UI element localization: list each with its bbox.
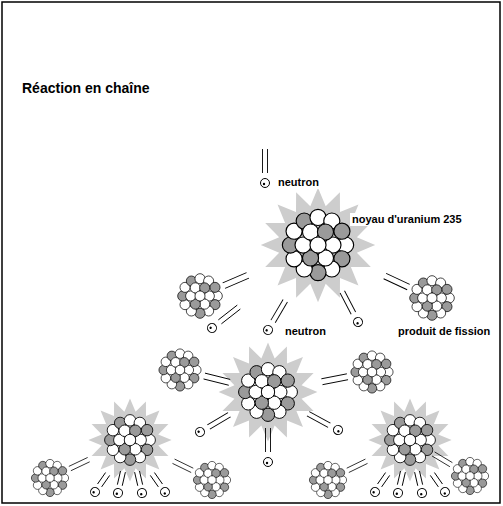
part-label: neutron bbox=[276, 176, 321, 189]
motion-lines bbox=[223, 273, 249, 289]
fission-burst bbox=[261, 188, 375, 302]
neutron-symbol bbox=[264, 428, 273, 467]
neutron-symbol bbox=[369, 471, 392, 498]
neutron-symbol bbox=[429, 471, 452, 498]
uranium-nucleus bbox=[239, 363, 298, 422]
motion-lines bbox=[172, 459, 193, 472]
motion-lines bbox=[432, 452, 452, 467]
fission-burst bbox=[368, 398, 451, 481]
fission-burst bbox=[88, 398, 171, 481]
fission-product bbox=[351, 351, 393, 393]
uranium-nucleus bbox=[105, 415, 156, 466]
neutron-symbol bbox=[133, 471, 148, 499]
fission-product bbox=[159, 349, 201, 391]
neutron-symbol bbox=[393, 471, 408, 499]
uranium-nucleus bbox=[385, 415, 436, 466]
motion-lines bbox=[347, 459, 368, 472]
part-label: produit de fission bbox=[396, 325, 492, 338]
fission-product bbox=[178, 274, 223, 319]
fission-product bbox=[31, 459, 68, 496]
motion-lines bbox=[321, 374, 348, 385]
uranium-nucleus bbox=[282, 209, 353, 280]
part-label: noyau d'uranium 235 bbox=[350, 213, 464, 226]
neutron-symbol bbox=[261, 149, 270, 188]
fission-product bbox=[451, 457, 488, 494]
motion-lines bbox=[204, 373, 231, 385]
neutron-symbol bbox=[89, 471, 112, 498]
neutron-symbol bbox=[194, 411, 232, 438]
neutron-symbol bbox=[206, 304, 242, 335]
neutron-symbol bbox=[413, 471, 428, 499]
fission-burst bbox=[219, 343, 318, 442]
motion-lines bbox=[384, 273, 410, 289]
neutron-symbol bbox=[113, 471, 128, 499]
neutron-symbol bbox=[306, 410, 344, 436]
fission-product bbox=[193, 461, 230, 498]
fission-product bbox=[309, 461, 346, 498]
fission-product bbox=[410, 276, 455, 321]
neutron-symbol bbox=[338, 290, 364, 328]
diagram-title: Réaction en chaîne bbox=[22, 80, 150, 97]
neutron-symbol bbox=[149, 471, 172, 498]
motion-lines bbox=[69, 457, 90, 470]
part-label: neutron bbox=[283, 325, 328, 338]
